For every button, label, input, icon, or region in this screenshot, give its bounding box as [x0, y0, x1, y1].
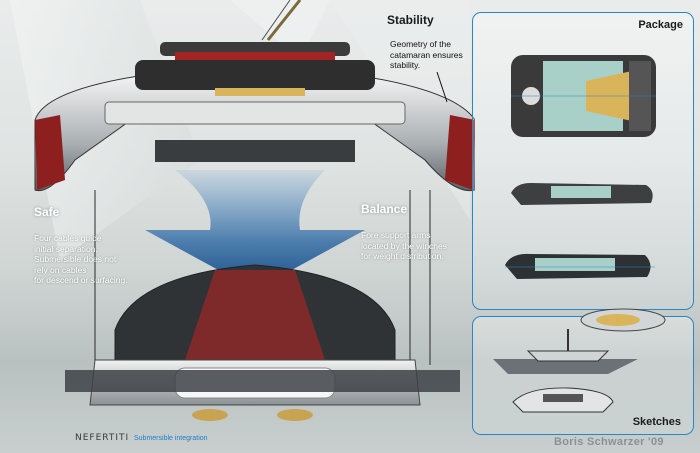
- sketch-top-view: [580, 308, 666, 332]
- balance-line: for weight distribution.: [361, 251, 444, 261]
- balance-description: Fore support arms located by the winches…: [361, 230, 447, 262]
- sketches-title: Sketches: [632, 416, 681, 428]
- safe-line: initial separation.: [34, 243, 98, 254]
- sketch-perspective-view: [493, 329, 638, 374]
- package-panel: Package: [472, 12, 694, 310]
- package-side-view: [511, 183, 653, 205]
- catamaran-illustration: [34, 42, 475, 421]
- package-top-view: [511, 55, 656, 137]
- safe-line: for descend or surfacing.: [34, 275, 128, 285]
- package-bottom-view: [505, 253, 655, 279]
- stability-line: catamaran ensures: [390, 49, 463, 60]
- safe-line: Four cables guide: [34, 233, 102, 243]
- sketch-lower-view: [512, 387, 614, 413]
- stability-line: Geometry of the: [390, 39, 451, 49]
- brand-logo-text: NEFERTITI: [75, 433, 130, 443]
- stability-description: Geometry of the catamaran ensures stabil…: [390, 39, 463, 71]
- safe-line: Submersible does not: [34, 254, 117, 264]
- balance-line: Fore support arms: [361, 230, 431, 240]
- package-title: Package: [638, 19, 683, 31]
- safe-line: rely on cables: [34, 264, 87, 275]
- footer-subtitle: Submersible integration: [134, 435, 208, 442]
- safe-heading: Safe: [34, 205, 60, 219]
- balance-line: located by the winches: [361, 240, 447, 251]
- stability-pointer: [436, 71, 448, 103]
- stability-line: stability.: [390, 60, 421, 70]
- sketches-panel: Sketches: [472, 308, 694, 435]
- stability-heading: Stability: [387, 13, 434, 27]
- balance-heading: Balance: [361, 202, 408, 216]
- author-credit: Boris Schwarzer '09: [554, 436, 664, 448]
- safe-description: Four cables guide initial separation. Su…: [34, 233, 128, 286]
